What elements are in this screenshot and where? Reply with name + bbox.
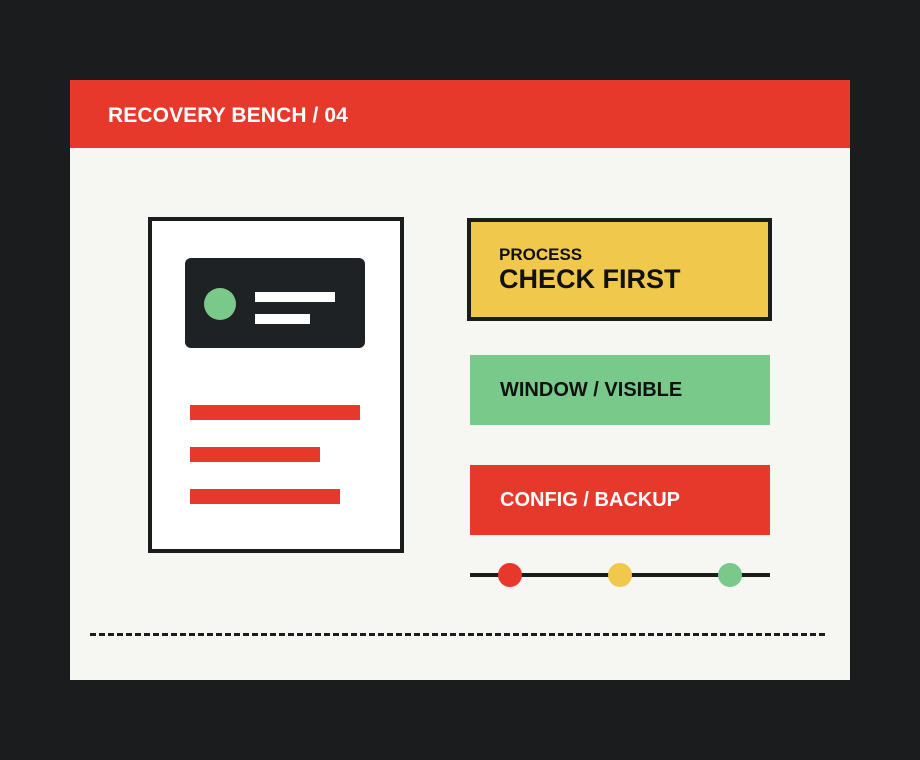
progress-step-red[interactable]: [498, 563, 522, 587]
page-title: RECOVERY BENCH / 04: [108, 104, 348, 127]
document-preview-card[interactable]: [148, 217, 404, 553]
header-text-line: [255, 314, 310, 324]
process-value: CHECK FIRST: [499, 264, 681, 294]
document-text-line: [190, 405, 360, 420]
config-backup-button[interactable]: CONFIG / BACKUP: [470, 465, 770, 535]
title-bar: RECOVERY BENCH / 04: [70, 80, 850, 148]
document-header-block: [185, 258, 365, 348]
document-text-line: [190, 447, 320, 462]
progress-track: [470, 563, 770, 587]
process-status-card[interactable]: PROCESS CHECK FIRST: [467, 218, 772, 321]
avatar-dot-icon: [204, 288, 236, 320]
recovery-bench-window: RECOVERY BENCH / 04 PROCESS CHECK FIRST …: [70, 80, 850, 680]
header-text-line: [255, 292, 335, 302]
window-status-button[interactable]: WINDOW / VISIBLE: [470, 355, 770, 425]
process-label: PROCESS: [499, 245, 583, 264]
progress-step-green[interactable]: [718, 563, 742, 587]
progress-step-yellow[interactable]: [608, 563, 632, 587]
dashed-divider: [90, 633, 825, 636]
document-text-line: [190, 489, 340, 504]
window-status-label: WINDOW / VISIBLE: [500, 379, 683, 401]
config-backup-label: CONFIG / BACKUP: [500, 489, 680, 511]
